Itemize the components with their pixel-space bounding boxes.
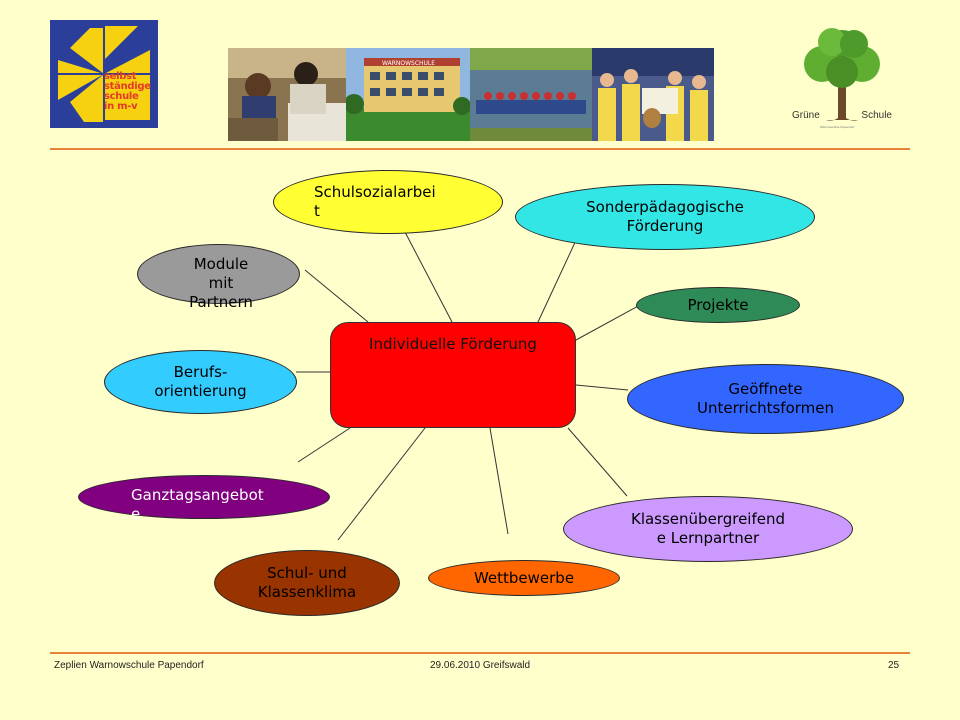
photo-warnowschule-building: WARNOWSCHULE (346, 48, 470, 141)
connector-klassen (567, 427, 628, 497)
top-divider (50, 148, 910, 150)
node-module-mit-partnern: Module mit Partnern (137, 244, 300, 311)
photo-students-stadium (592, 48, 714, 141)
building-sign-text: WARNOWSCHULE (382, 60, 435, 67)
footer-page-number: 25 (888, 660, 900, 671)
node-label: Klassenübergreifend e Lernpartner (630, 510, 785, 547)
bottom-divider (50, 652, 910, 654)
connector-schulklima (337, 427, 426, 541)
node-berufsorientierung: Berufs- orientierung (104, 350, 297, 414)
node-label: Projekte (687, 295, 749, 314)
logo-line: schule (104, 91, 139, 102)
footer-author: Zeplien Warnowschule Papendorf (54, 660, 204, 671)
node-label: Wettbewerbe (473, 568, 575, 587)
tree-tiny-text: Warnowschule Papendorf (820, 125, 855, 129)
center-box-individuelle-foerderung: Individuelle Förderung (330, 322, 576, 428)
photo-dragon-boat (470, 48, 592, 141)
node-klassenuebergreifende-lernpartner: Klassenübergreifend e Lernpartner (563, 496, 853, 562)
node-ganztagsangebote: Ganztagsangebot e (78, 475, 330, 523)
connector-wettbewerbe (489, 427, 509, 535)
photo-classroom-students (228, 48, 346, 141)
node-schulsozialarbeit: Schulsozialarbei t (273, 170, 503, 234)
node-label: Geöffnete Unterrichtsformen (697, 380, 834, 417)
logo-line: selbst (104, 71, 137, 82)
logo-text: selbst ständige schule in m-v (104, 72, 151, 112)
connector-sonder (537, 235, 579, 323)
connector-projekte (575, 304, 641, 341)
connector-geoeffnete (575, 384, 629, 391)
node-label: Schulsozialarbei t (314, 183, 436, 220)
connector-schulsozial (404, 231, 453, 323)
node-label: Ganztagsangebot e (131, 486, 264, 523)
node-label: Module mit Partnern (189, 255, 253, 311)
footer-date-location: 29.06.2010 Greifswald (430, 660, 531, 671)
tree-icon (804, 28, 880, 121)
logo-line: in m-v (104, 101, 138, 112)
node-sonderpaedagogische-foerderung: Sonderpädagogische Förderung (515, 184, 815, 250)
tree-caption: Grüne Schule (792, 110, 892, 121)
logo-line: ständige (104, 81, 151, 92)
selbststaendige-schule-logo: selbst ständige schule in m-v (50, 20, 158, 128)
photo-strip: WARNOWSCHULE (228, 48, 714, 141)
center-label: Individuelle Förderung (369, 335, 537, 353)
tree-word-left: Grüne (792, 110, 820, 121)
tree-word-right: Schule (861, 110, 892, 121)
node-label: Berufs- orientierung (154, 363, 247, 400)
connector-ganztag (297, 427, 351, 463)
node-schul-und-klassenklima: Schul- und Klassenklima (214, 550, 400, 616)
pinwheel-icon (58, 26, 150, 122)
connector-module (304, 269, 369, 323)
gruene-schule-tree-logo (792, 22, 892, 132)
node-geoeffnete-unterrichtsformen: Geöffnete Unterrichtsformen (627, 364, 904, 434)
node-label: Schul- und Klassenklima (257, 564, 357, 601)
node-projekte: Projekte (636, 287, 800, 323)
node-label: Sonderpädagogische Förderung (586, 198, 744, 235)
node-wettbewerbe: Wettbewerbe (428, 560, 620, 596)
